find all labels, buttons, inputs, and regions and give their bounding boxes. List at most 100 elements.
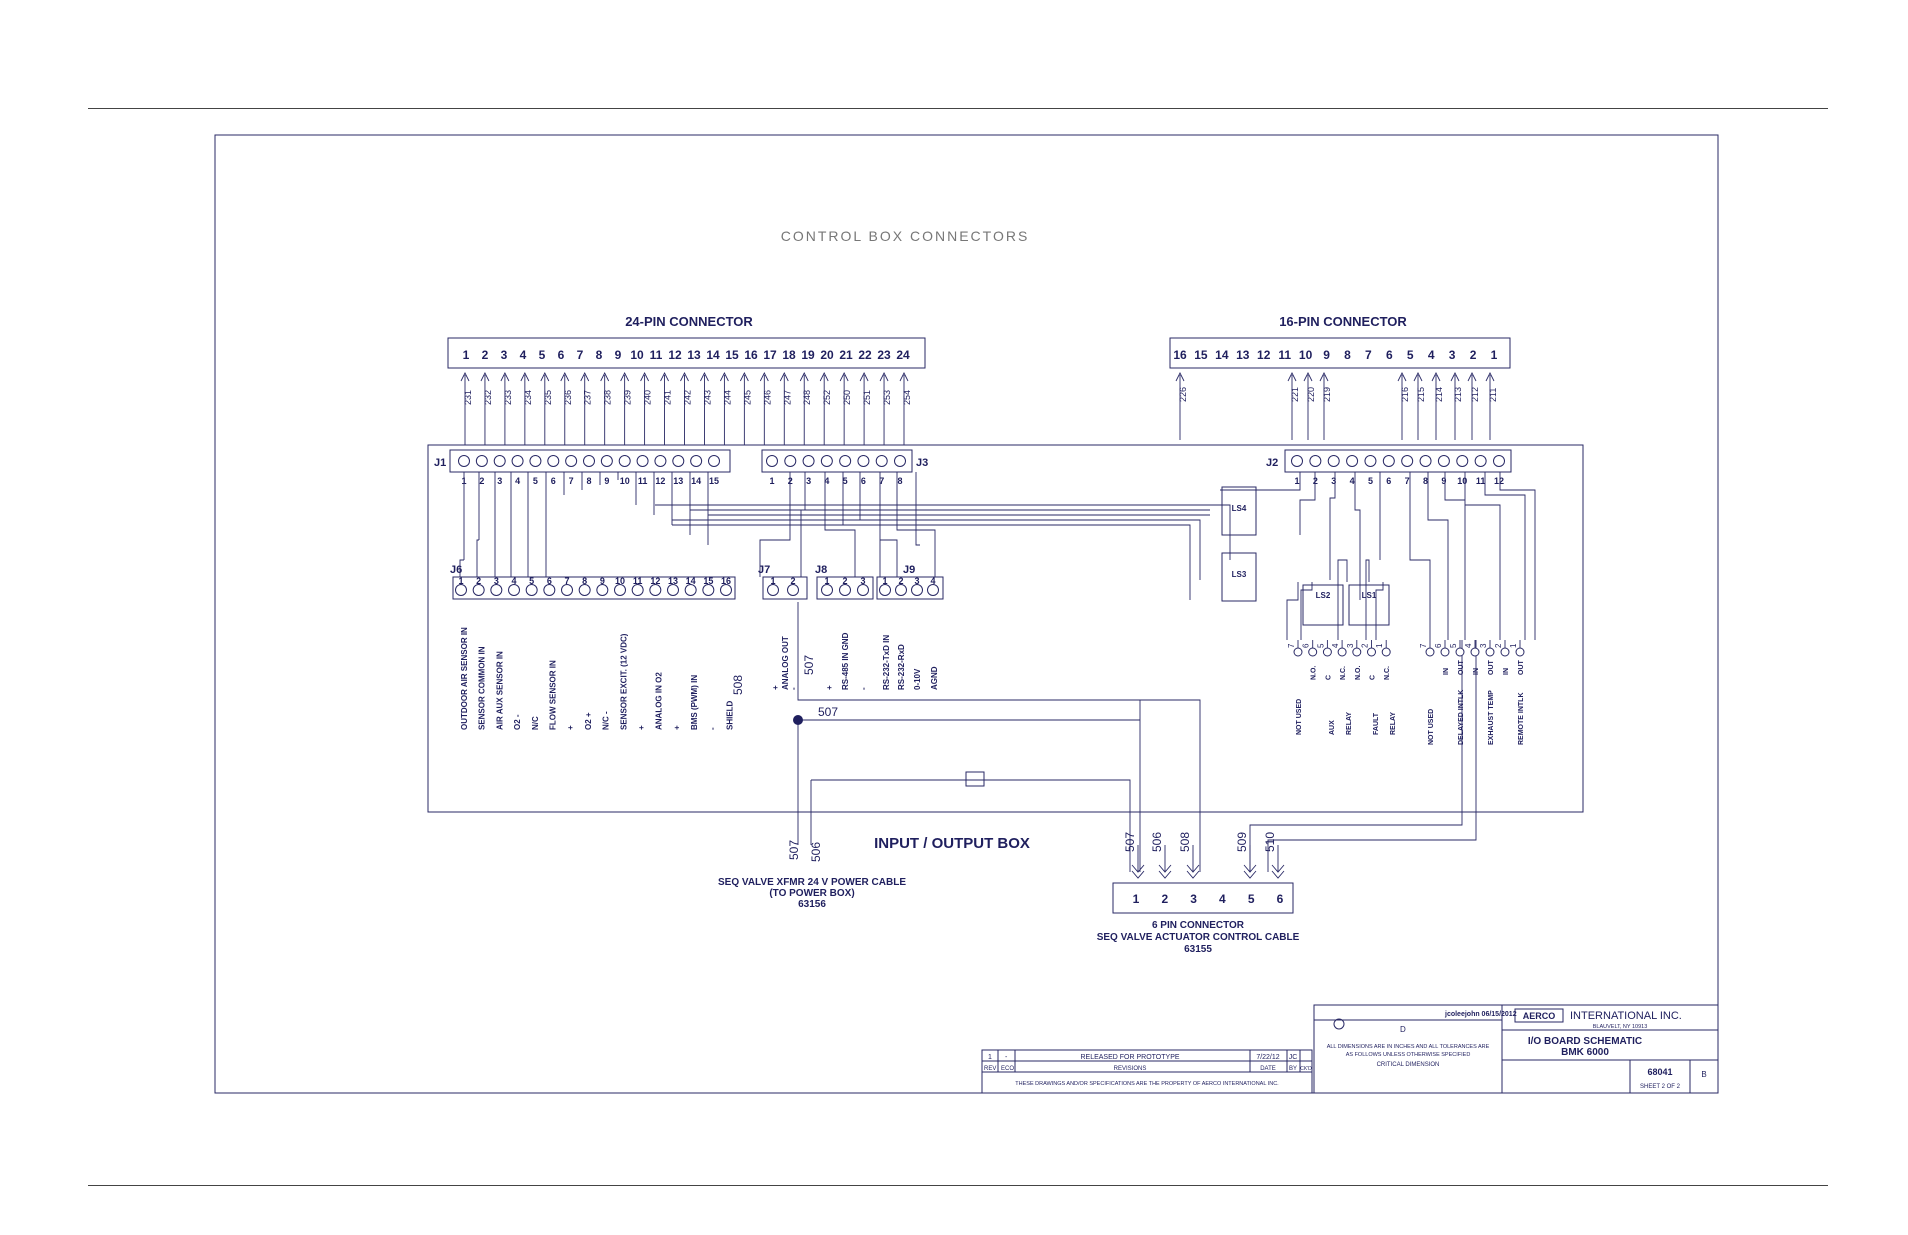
rev-row-rev: 1 [988,1054,992,1061]
j3-label: J3 [916,457,928,469]
pin24-wire-number: 232 [483,390,493,405]
j3-pin-terminal [875,455,888,467]
j6-pin-terminal [667,584,679,596]
j6-pin-terminal [631,584,644,596]
j6-signal-label: BMS (PWM) IN [690,675,699,730]
wire-lead [779,371,789,445]
j6-pin-terminal [578,584,591,596]
pin6-caption-1: 6 PIN CONNECTOR [1152,920,1245,931]
projection-icon [1333,1018,1345,1030]
pin24-number: 6 [558,348,565,362]
j6-signal-label: N/C - [602,711,611,730]
relay-function-label: RELAY [1390,712,1397,735]
j2-header [1284,449,1512,473]
relay-terminal-number: 3 [1346,643,1355,648]
wire-lead [739,371,749,445]
note-2: AS FOLLOWS UNLESS OTHERWISE SPECIFIED [1346,1052,1471,1058]
j6-pin-number: 6 [547,576,552,586]
pin24-number: 24 [896,348,910,362]
j7-pin-number: 1 [770,576,775,586]
wire-lead [1287,371,1297,440]
j6-signal-label: OUTDOOR AIR SENSOR IN [460,627,469,730]
pin24-title: 24-PIN CONNECTOR [625,314,753,329]
drawing-rev: B [1701,1070,1706,1079]
j3-pin-number: 7 [879,476,884,486]
pin24-wire-number: 252 [822,390,832,405]
title-block: jcoleejohn 06/15/2012 D ALL DIMENSIONS A… [1313,1004,1719,1094]
relay-terminal-number: 7 [1287,643,1296,648]
relay-function-label: FAULT [1373,712,1380,735]
j2-pin-terminal [1309,455,1322,467]
j6-pin-number: 4 [511,576,516,586]
j1-header [449,449,731,473]
j1-pin-number: 4 [515,476,520,486]
pin24-wire-number: 254 [902,390,912,405]
wire-lead [799,371,809,445]
j1-pin-number: 5 [533,476,538,486]
j6-pin-terminal [596,584,609,596]
wire-arrow [1243,870,1257,879]
j2-pin-terminal [1291,455,1303,467]
relay-ls2 [1302,584,1344,626]
j3-pin-terminal [820,455,833,467]
j6-label: J6 [450,564,462,576]
relay-terminal-number: 4 [1331,643,1340,648]
j6-signal-label: FLOW SENSOR IN [549,660,558,730]
j2-pin-number: 6 [1386,476,1391,486]
j1-pin-terminal [583,455,595,467]
j6-pin-terminal [543,584,556,596]
pin16-number: 8 [1344,348,1351,362]
note-critical: CRITICAL DIMENSION [1377,1062,1440,1068]
pin24-wire-number: 243 [702,390,712,405]
wire-lead [460,371,470,445]
relay-terminal-mark: N.C. [1384,666,1391,680]
interlock-terminal [1515,647,1525,657]
rev-head-ckd: CK'D [1300,1066,1312,1072]
j2-pin-number: 4 [1350,476,1355,486]
wire-arrow [1271,870,1285,879]
j2-pin-terminal [1456,455,1469,467]
j6-signal-label: O2 - [513,714,522,730]
j2-pin-terminal [1493,455,1505,467]
wire-lead [720,371,729,445]
j6-pin-terminal [490,584,503,596]
wire-lead [859,371,869,445]
wire-lead [1450,371,1460,440]
j8-pin-terminal [839,584,851,596]
j6-pin-terminal [720,584,732,596]
pin24-number: 20 [820,348,834,362]
j6-signal-label: AIR AUX SENSOR IN [495,651,504,730]
rev-row-by: JC [1289,1054,1298,1061]
j9-pin-terminal [879,584,891,596]
drawing-border [214,134,1719,1094]
j6-pin-terminal [614,584,626,596]
j2-pin-number: 12 [1494,476,1504,486]
relay-function-label: RELAY [1346,712,1353,735]
relay-terminal [1322,647,1332,657]
pin24-wire-number: 237 [583,390,593,405]
io-box-label: INPUT / OUTPUT BOX [874,835,1030,852]
j6-pin-terminal [472,584,485,596]
j1-pin-terminal [458,455,470,467]
sheet-size: D [1400,1025,1406,1034]
pin24-wire-number: 235 [543,390,553,405]
j6-pin-number: 10 [615,576,625,586]
wire-lead [1319,371,1329,440]
rev-head-eco: ECO [1001,1066,1014,1072]
top-rule [88,108,1828,109]
wire-lead [1467,371,1477,440]
pin24-wire-number: 239 [623,390,633,405]
relay-terminal [1337,647,1347,657]
rev-head-rev: REV [984,1066,996,1072]
j9-pin-number: 3 [914,576,919,586]
j7-label: J7 [758,564,770,576]
j2-pin-number: 9 [1441,476,1446,486]
j9-header [876,576,944,600]
pin16-wire-number: 213 [1453,387,1463,402]
interlock-terminal-number: 4 [1464,643,1473,648]
